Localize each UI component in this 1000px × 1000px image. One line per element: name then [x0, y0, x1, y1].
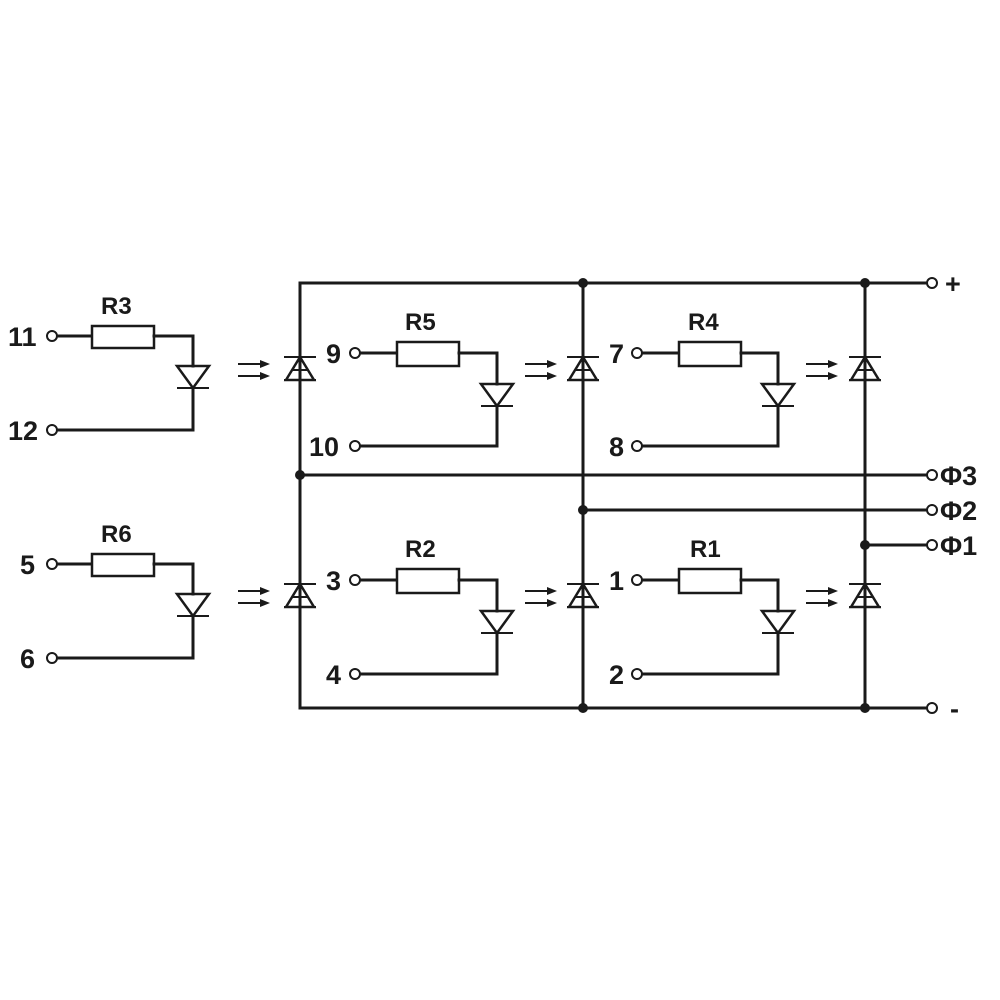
- pin-label-3: 3: [326, 566, 341, 596]
- junction-dot: [578, 505, 588, 515]
- light-arrow-icon: [805, 359, 839, 381]
- terminal-icon: [631, 347, 643, 359]
- opto-input-r4: [631, 340, 796, 452]
- resistor-label-r6: R6: [101, 521, 132, 548]
- light-arrow-icon: [237, 359, 271, 381]
- pin-label-6: 6: [20, 644, 35, 674]
- junction-dot: [860, 278, 870, 288]
- led-icon: [175, 364, 211, 390]
- junction-dot: [295, 470, 305, 480]
- pin-label-11: 11: [8, 322, 37, 352]
- junction-dot: [578, 703, 588, 713]
- terminal-icon: [349, 668, 361, 680]
- junction-dots: [295, 278, 870, 713]
- resistor-label-r1: R1: [690, 536, 721, 563]
- output-terminals: [926, 277, 938, 714]
- terminal-icon: [46, 424, 58, 436]
- output-labels: + Φ3 Φ2 Φ1 -: [940, 269, 977, 724]
- resistor-icon: [677, 340, 743, 368]
- phase3-label: Φ3: [940, 461, 977, 491]
- terminal-icon: [349, 574, 361, 586]
- phase2-terminal: [926, 504, 938, 516]
- pin-label-4: 4: [326, 660, 341, 690]
- led-icon: [175, 592, 211, 618]
- plus-terminal: [926, 277, 938, 289]
- resistor-label-r5: R5: [405, 309, 436, 336]
- pin-label-12: 12: [8, 416, 38, 446]
- terminal-icon: [349, 440, 361, 452]
- resistor-label-r3: R3: [101, 293, 132, 320]
- resistor-icon: [677, 567, 743, 595]
- light-arrow-icon: [237, 586, 271, 608]
- terminal-icon: [46, 558, 58, 570]
- terminal-icon: [631, 440, 643, 452]
- phase1-terminal: [926, 539, 938, 551]
- pin-label-1: 1: [609, 566, 624, 596]
- resistor-icon: [90, 324, 156, 350]
- opto-input-r5: [349, 340, 515, 452]
- pin-label-5: 5: [20, 550, 35, 580]
- terminal-icon: [631, 574, 643, 586]
- led-icon: [760, 382, 796, 408]
- terminal-icon: [46, 652, 58, 664]
- minus-terminal: [926, 702, 938, 714]
- pin-labels: 11 12 5 6 9 10 3 4 7 8 1 2: [8, 322, 624, 690]
- junction-dot: [860, 540, 870, 550]
- resistor-icon: [395, 340, 461, 368]
- opto-input-r3: [46, 324, 211, 436]
- opto-input-r2: [349, 567, 515, 680]
- led-icon: [479, 382, 515, 408]
- opto-input-r1: [631, 567, 796, 680]
- pin-label-9: 9: [326, 339, 341, 369]
- pin-label-7: 7: [609, 339, 624, 369]
- light-arrow-icon: [524, 359, 558, 381]
- resistor-icon: [90, 552, 156, 578]
- pin-label-10: 10: [309, 432, 339, 462]
- terminal-icon: [349, 347, 361, 359]
- resistor-label-r4: R4: [688, 309, 719, 336]
- pin-label-2: 2: [609, 660, 624, 690]
- resistor-labels: R3 R6 R5 R4 R2 R1: [101, 293, 721, 563]
- terminal-icon: [46, 330, 58, 342]
- resistor-icon: [395, 567, 461, 595]
- led-icon: [760, 609, 796, 635]
- bridge-frame: [298, 281, 934, 710]
- plus-label: +: [945, 269, 961, 299]
- pin-label-8: 8: [609, 432, 624, 462]
- phase3-terminal: [926, 469, 938, 481]
- junction-dot: [860, 703, 870, 713]
- opto-input-r6: [46, 552, 211, 664]
- light-arrow-icon: [805, 586, 839, 608]
- phase1-label: Φ1: [940, 531, 977, 561]
- led-icon: [479, 609, 515, 635]
- light-arrow-icon: [524, 586, 558, 608]
- phase2-label: Φ2: [940, 496, 977, 526]
- minus-label: -: [950, 694, 959, 724]
- junction-dot: [578, 278, 588, 288]
- terminal-icon: [631, 668, 643, 680]
- resistor-label-r2: R2: [405, 536, 436, 563]
